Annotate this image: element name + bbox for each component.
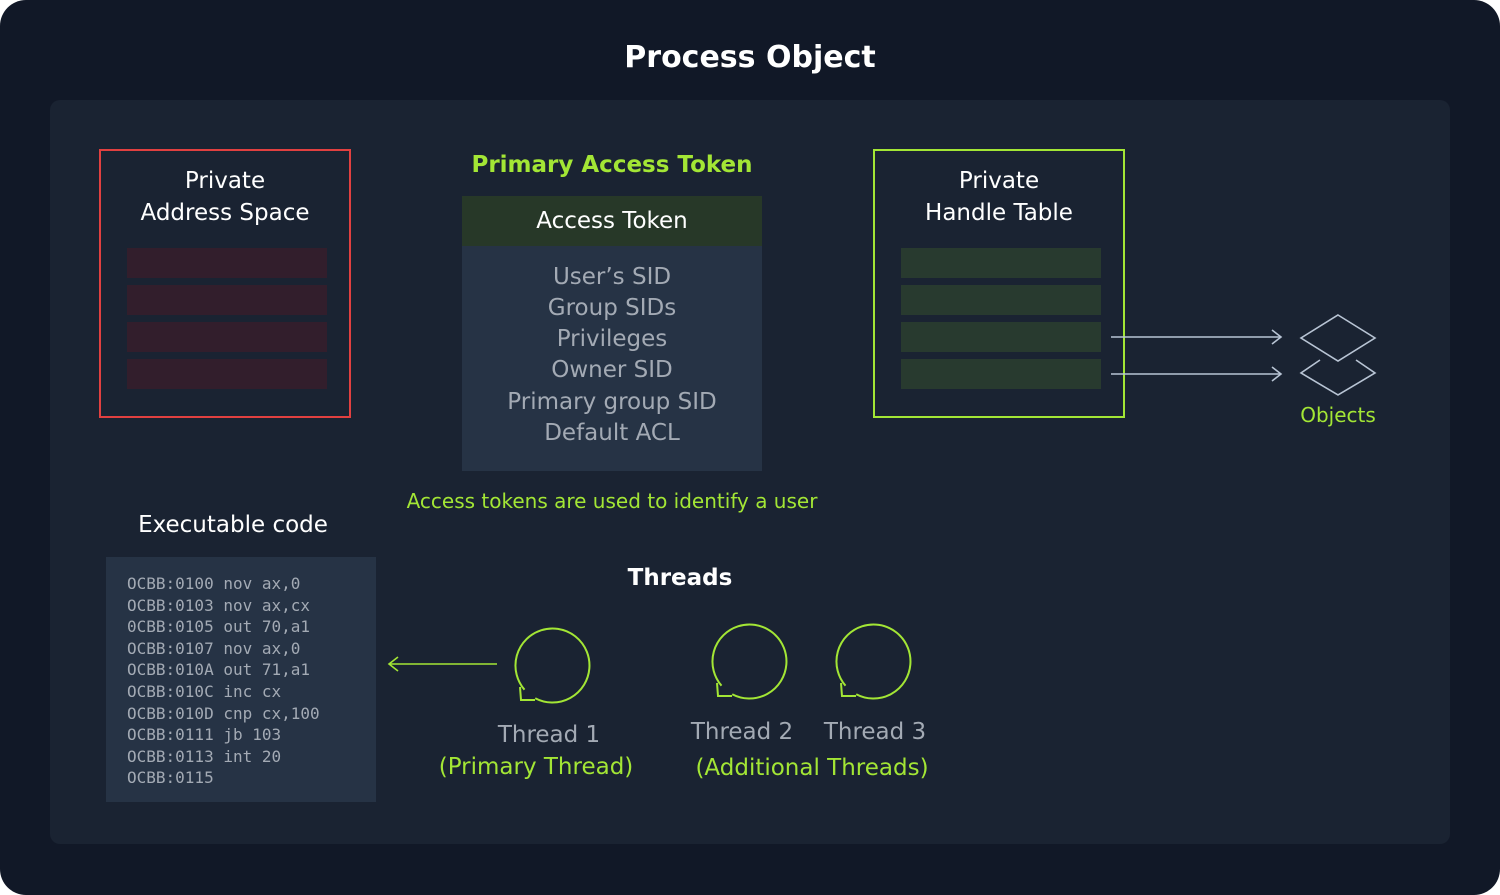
handle-table-bar xyxy=(901,248,1101,278)
private-handle-table-title-line1: Private xyxy=(958,168,1040,194)
objects-label: Objects xyxy=(1300,403,1376,427)
token-field-default-acl: Default ACL xyxy=(544,420,680,446)
executable-code-box: OCBB:0100 nov ax,0 OCBB:0103 nov ax,cx 0… xyxy=(106,557,376,802)
handle-table-bar xyxy=(901,322,1101,352)
address-space-bar xyxy=(127,285,327,315)
code-line: OCBB:0100 nov ax,0 xyxy=(127,574,301,593)
handle-table-bar xyxy=(901,359,1101,389)
private-address-space-title-line1: Private xyxy=(184,168,266,194)
private-address-space-title-line2: Address Space xyxy=(140,200,310,226)
executable-code-label: Executable code xyxy=(138,512,328,538)
address-space-bar xyxy=(127,359,327,389)
code-line: 0CBB:0105 out 70,a1 xyxy=(127,617,311,637)
code-line: OCBB:0113 int 20 xyxy=(127,746,282,766)
thread-3-cycle-icon xyxy=(835,623,912,700)
token-field-privileges: Privileges xyxy=(556,326,668,352)
private-address-space-box: Private Address Space xyxy=(99,149,351,418)
code-line: OCBB:010C inc cx xyxy=(127,682,282,701)
access-token-note: Access tokens are used to identify a use… xyxy=(406,489,818,513)
primary-access-token-label: Primary Access Token xyxy=(471,152,753,178)
handle-to-object-arrow xyxy=(1111,366,1283,382)
private-address-space-title: Private Address Space xyxy=(101,165,349,229)
access-token-header: Access Token xyxy=(462,196,762,246)
address-space-bar xyxy=(127,248,327,278)
handle-table-bar xyxy=(901,285,1101,315)
thread-1-label: Thread 1 xyxy=(497,722,601,748)
thread-2-cycle-icon xyxy=(711,623,788,700)
page-title: Process Object xyxy=(624,40,876,75)
token-field-users-sid: User’s SID xyxy=(552,264,672,290)
address-space-bar xyxy=(127,322,327,352)
code-line: OCBB:0103 nov ax,cx xyxy=(127,595,311,615)
private-handle-table-title-line2: Handle Table xyxy=(925,200,1073,226)
code-line: OCBB:010D cnp cx,100 xyxy=(127,703,320,723)
handle-to-object-arrow xyxy=(1111,329,1283,345)
thread-1-cycle-icon xyxy=(514,627,591,704)
thread-to-code-arrow xyxy=(387,656,497,672)
objects-layers-icon xyxy=(1299,314,1377,396)
code-line: OCBB:0115 xyxy=(127,768,214,788)
additional-threads-label: (Additional Threads) xyxy=(695,755,929,781)
private-handle-table-box: Private Handle Table xyxy=(873,149,1125,418)
primary-thread-label: (Primary Thread) xyxy=(438,754,634,780)
private-handle-table-title: Private Handle Table xyxy=(875,165,1123,229)
thread-2-label: Thread 2 xyxy=(690,719,794,745)
token-field-group-sids: Group SIDs xyxy=(547,295,677,321)
code-line: OCBB:0111 jb 103 xyxy=(127,725,282,745)
threads-label: Threads xyxy=(627,565,733,591)
access-token-box: Access Token User’s SID Group SIDs Privi… xyxy=(462,196,762,471)
thread-3-label: Thread 3 xyxy=(823,719,927,745)
token-field-primary-group-sid: Primary group SID xyxy=(507,389,717,415)
code-line: OCBB:0107 nov ax,0 xyxy=(127,638,301,658)
code-line: OCBB:010A out 71,a1 xyxy=(127,660,311,680)
token-field-owner-sid: Owner SID xyxy=(551,357,673,383)
